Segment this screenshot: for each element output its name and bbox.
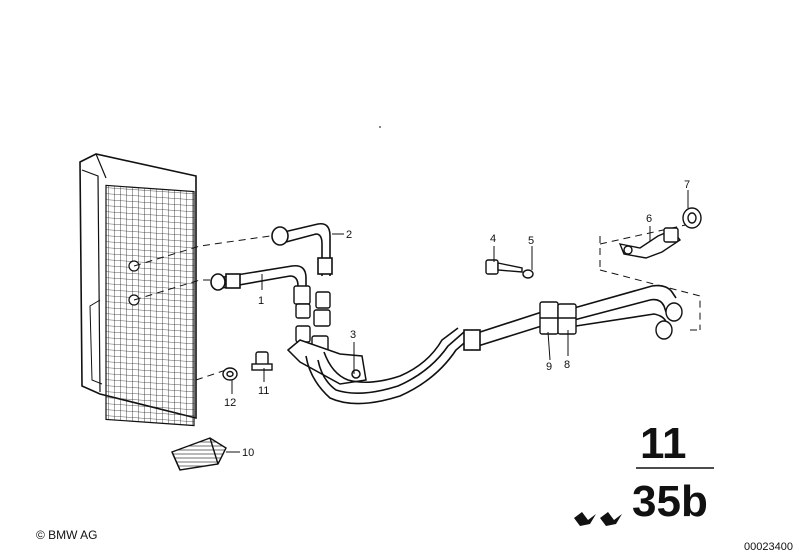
callout-leaders — [226, 190, 689, 453]
callout-6: 6 — [646, 213, 652, 225]
oil-lines — [305, 284, 677, 405]
clamps — [539, 301, 577, 335]
callout-4: 4 — [490, 233, 496, 245]
bolt-11 — [251, 351, 273, 371]
group-main-number: 11 — [640, 419, 687, 468]
group-sub-number: 35b — [632, 477, 708, 526]
bracket-3 — [286, 339, 367, 385]
callout-7: 7 — [684, 179, 690, 191]
callout-5: 5 — [528, 235, 534, 247]
callout-10: 10 — [242, 447, 254, 459]
pipe-unions — [655, 302, 683, 340]
oil-pipe-1 — [210, 264, 307, 300]
oil-pipe-2 — [271, 222, 333, 276]
group-number: 11 35b — [632, 419, 714, 526]
callout-8: 8 — [564, 359, 570, 371]
document-number: 00023400 — [744, 541, 793, 553]
oil-cooler — [79, 153, 197, 427]
clip-10 — [171, 437, 227, 471]
washer-5 — [522, 269, 534, 279]
leader-lines — [133, 126, 701, 381]
bolt-4 — [485, 259, 523, 275]
callout-2: 2 — [346, 229, 352, 241]
callout-9: 9 — [546, 361, 552, 373]
callout-1: 1 — [258, 295, 264, 307]
cap-7 — [682, 207, 702, 229]
copyright: © BMW AG — [36, 528, 98, 542]
connector-6 — [618, 227, 682, 259]
washer-12 — [222, 367, 238, 381]
model-marks — [574, 512, 622, 526]
callout-11: 11 — [258, 385, 269, 397]
callout-12: 12 — [224, 397, 236, 409]
callout-3: 3 — [350, 329, 356, 341]
